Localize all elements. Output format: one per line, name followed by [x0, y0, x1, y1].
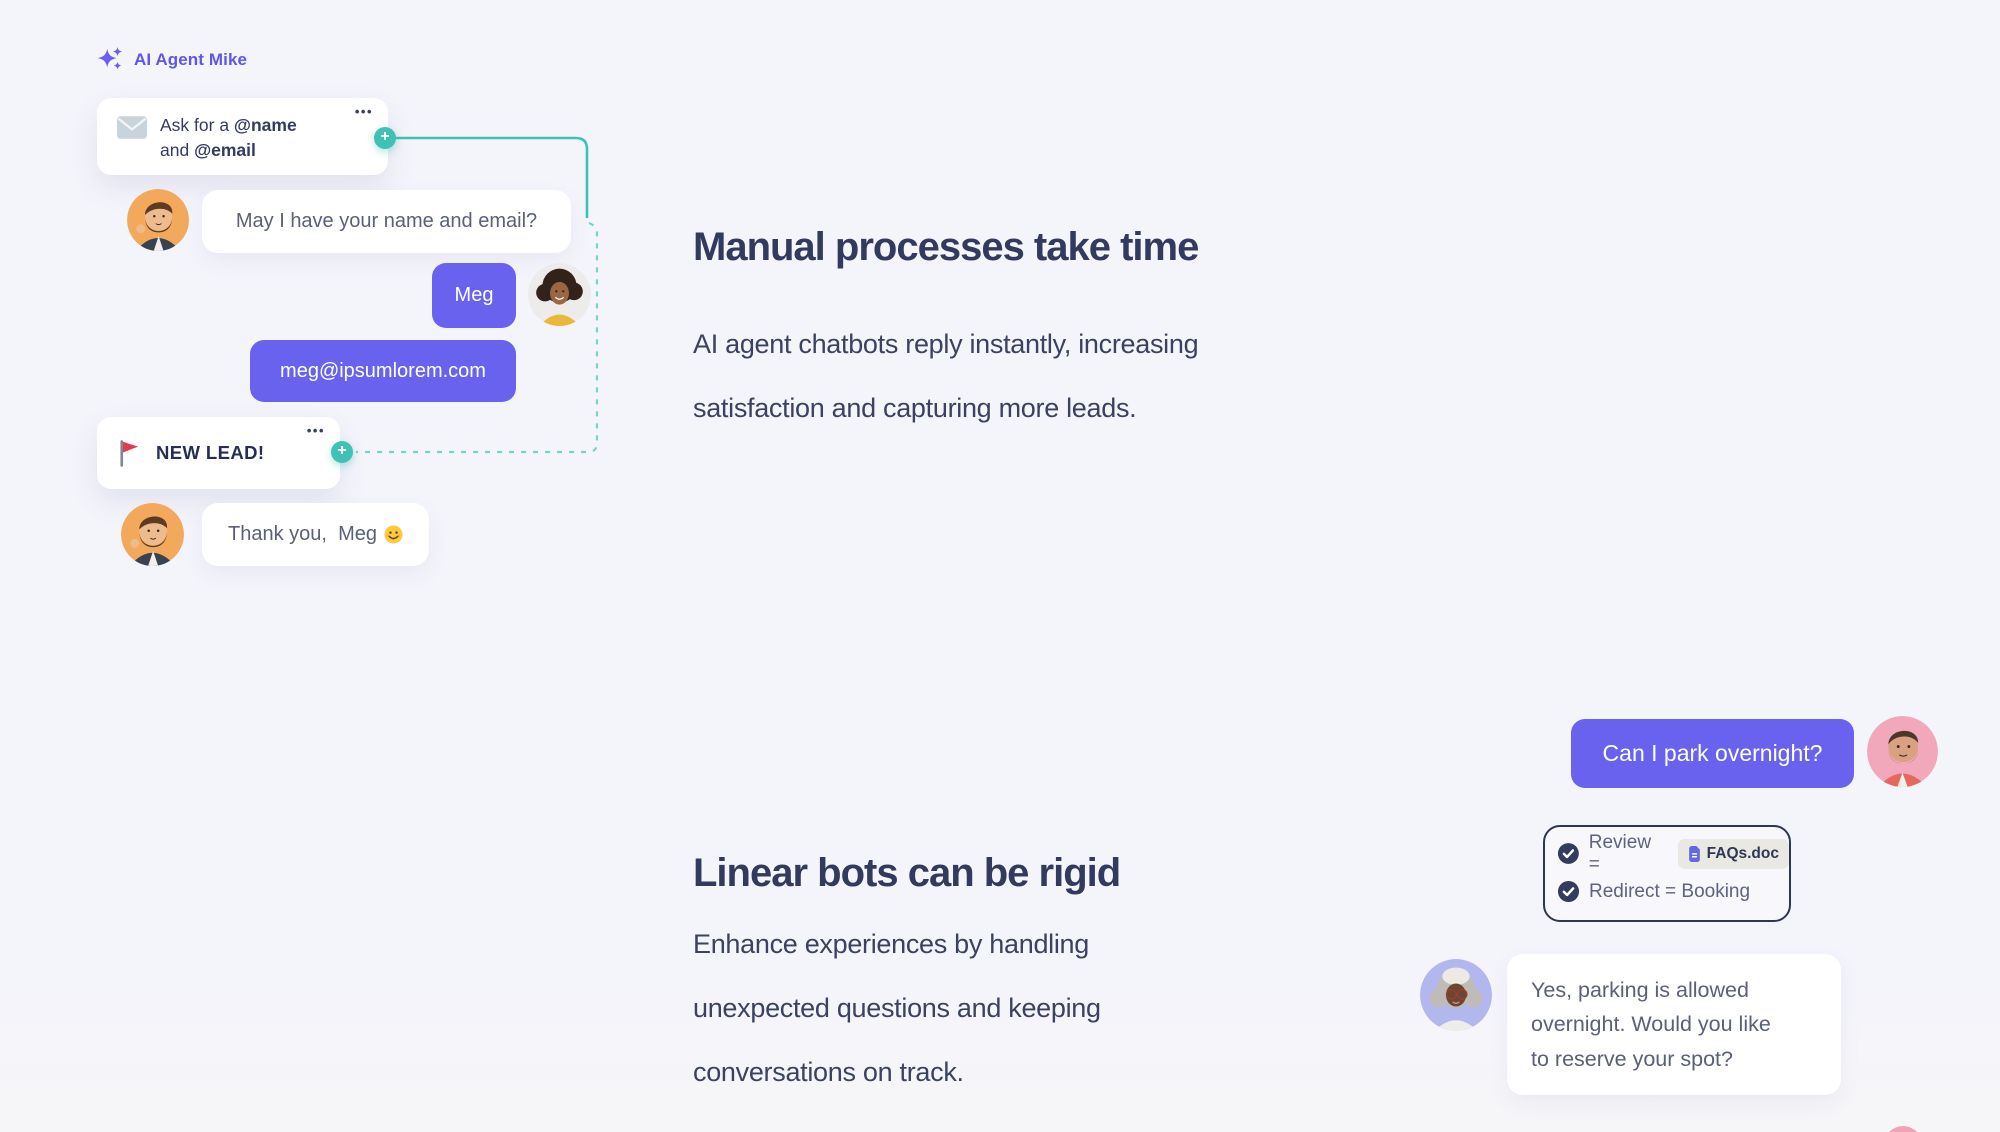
user-man-avatar — [1867, 716, 1938, 787]
chat-text: Can I park overnight? — [1602, 740, 1823, 766]
agent-woman-avatar — [1420, 959, 1492, 1031]
agent-logo: AI Agent Mike — [95, 45, 247, 75]
user-meg-avatar — [528, 263, 591, 326]
ask-text-variable-name: @name — [233, 115, 297, 135]
new-lead-card: NEW LEAD! ••• + — [97, 417, 353, 489]
document-icon — [1688, 845, 1700, 862]
logic-card: Review = FAQs.doc Redirect = Booking — [1543, 825, 1791, 922]
chat-text: Thank you, Meg — [228, 523, 377, 545]
ask-text-part: Ask for a — [160, 115, 234, 135]
section-manual: Manual processes take time AI agent chat… — [693, 222, 1199, 440]
chat-bubble-agent-thanks: Thank you, Meg — [202, 503, 429, 566]
envelope-icon — [116, 116, 148, 139]
card-menu-icon[interactable]: ••• — [354, 104, 373, 119]
agent-mike-avatar — [127, 189, 189, 251]
section-linear: Linear bots can be rigid Enhance experie… — [693, 848, 1121, 1104]
chat-text-line: overnight. Would you like — [1531, 1012, 1771, 1037]
check-circle-icon — [1557, 843, 1579, 864]
smile-emoji-icon — [384, 525, 403, 544]
section-body-line: satisfaction and capturing more leads. — [693, 393, 1137, 423]
agent-mike-avatar — [121, 503, 184, 566]
sparkles-icon — [97, 46, 123, 70]
chat-text-line: to reserve your spot? — [1531, 1046, 1733, 1071]
section-title: Manual processes take time — [693, 225, 1199, 269]
chat-text: May I have your name and email? — [235, 210, 538, 232]
logic-row-review: Review = FAQs.doc — [1557, 832, 1789, 875]
logic-row-redirect: Redirect = Booking — [1557, 876, 1789, 907]
chat-bubble-user-name: Meg — [432, 263, 516, 328]
ask-card: Ask for a @name and @email ••• + — [97, 98, 396, 175]
chat-bubble-user-parking-question: Can I park overnight? — [1571, 719, 1854, 788]
next-section-avatar-peek — [1884, 1126, 1922, 1132]
chat-bubble-user-email: meg@ipsumlorem.com — [250, 340, 516, 402]
add-step-button[interactable]: + — [374, 127, 396, 149]
ask-text-part: and — [160, 140, 195, 160]
faq-doc-tag[interactable]: FAQs.doc — [1677, 838, 1789, 869]
logic-label: Redirect = Booking — [1589, 880, 1751, 902]
logic-label: Review = — [1588, 831, 1652, 875]
ask-card-text: Ask for a @name and @email — [160, 113, 297, 163]
chat-bubble-agent-question: May I have your name and email? — [202, 190, 571, 253]
section-body-line: unexpected questions and keeping — [693, 993, 1101, 1023]
chat-text: Meg — [454, 284, 494, 306]
ask-text-variable-email: @email — [194, 140, 256, 160]
doc-tag-label: FAQs.doc — [1706, 844, 1779, 862]
check-circle-icon — [1557, 880, 1580, 903]
agent-logo-label: AI Agent Mike — [134, 50, 248, 69]
section-body-line: Enhance experiences by handling — [693, 929, 1089, 959]
flag-icon — [120, 439, 139, 467]
new-lead-label: NEW LEAD! — [156, 442, 265, 463]
chat-bubble-agent-answer: Yes, parking is allowed overnight. Would… — [1507, 954, 1841, 1095]
chat-text-line: Yes, parking is allowed — [1531, 977, 1749, 1002]
card-menu-icon[interactable]: ••• — [306, 423, 325, 438]
chat-text: meg@ipsumlorem.com — [280, 359, 486, 382]
section-body-line: AI agent chatbots reply instantly, incre… — [693, 329, 1199, 359]
section-body-line: conversations on track. — [693, 1057, 964, 1087]
add-step-button[interactable]: + — [331, 441, 353, 463]
section-title: Linear bots can be rigid — [693, 851, 1121, 895]
